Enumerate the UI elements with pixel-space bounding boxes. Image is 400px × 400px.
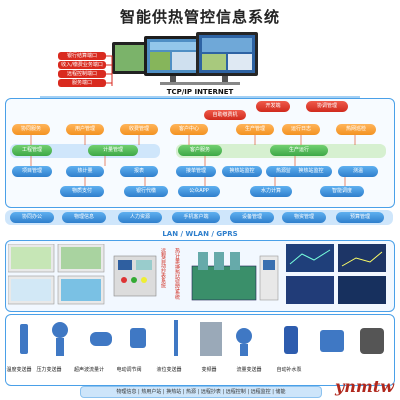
- fee-management-button[interactable]: 收费管理: [120, 124, 158, 135]
- station-monitor-button[interactable]: 换热站监控: [222, 166, 262, 177]
- customer-center-button[interactable]: 客户中心: [170, 124, 208, 135]
- network-line: [40, 96, 360, 98]
- production-management-button[interactable]: 生产管理: [236, 124, 274, 135]
- collab-service-button[interactable]: 协同服务: [12, 124, 50, 135]
- public-app-button[interactable]: 公众APP: [178, 186, 220, 197]
- tag-service-port: 服务端口: [58, 79, 106, 87]
- self-service-kiosk-button[interactable]: 自助缴费机: [204, 110, 246, 120]
- tag-remote-control-port: 远程控制端口: [58, 70, 106, 78]
- budget-management-button[interactable]: 预算管理: [336, 212, 384, 223]
- tag-connector-lines: [104, 55, 113, 86]
- engineering-management-button[interactable]: 工程管理: [12, 145, 52, 156]
- heat-source-monitor-button[interactable]: 热源监控: [266, 166, 306, 177]
- tag-payment-port: 收入/缴费业务端口: [58, 61, 106, 69]
- mobile-client-button[interactable]: 手机客户端: [172, 212, 220, 223]
- control-cabinet: [113, 255, 157, 297]
- monitor-illustration: [112, 32, 258, 85]
- tag-bank-port: 银行结算端口: [58, 52, 106, 60]
- customer-service-button[interactable]: 客户服务: [178, 145, 222, 156]
- operation-log-button[interactable]: 运行日志: [282, 124, 320, 135]
- device-label-flow: 流量变送器: [236, 367, 262, 373]
- hydraulic-calc-button[interactable]: 水力计算: [250, 186, 292, 197]
- hr-button[interactable]: 人力资源: [118, 212, 162, 223]
- user-management-button[interactable]: 用户管理: [66, 124, 104, 135]
- oa-button[interactable]: 协同办公: [10, 212, 54, 223]
- order-management-button[interactable]: 接单管理: [176, 166, 216, 177]
- heat-exchanger-station: [191, 252, 279, 301]
- materials-management-button[interactable]: 物资管理: [282, 212, 326, 223]
- device-label-pump: 自动补水泵: [276, 367, 302, 373]
- remote-meter-panels: [8, 244, 105, 305]
- device-label-ultrasonic: 超声波流量计: [73, 367, 104, 373]
- right-side-label: 热计量/换热站监控系统: [174, 248, 180, 300]
- report-button[interactable]: 报表: [120, 166, 158, 177]
- dev-side-button[interactable]: 开发端: [256, 101, 290, 112]
- project-management-button[interactable]: 项目管理: [12, 166, 52, 177]
- device-label-vfd: 变频器: [201, 367, 217, 373]
- bank-collection-button[interactable]: 银行代缴: [124, 186, 168, 197]
- heat-metering-button[interactable]: 热计量: [66, 166, 104, 177]
- device-label-valve: 电动调节阀: [116, 367, 142, 373]
- footer-strip: 物理信息 | 热用户站 | 换热站 | 热源 | 远程抄表 | 远程控制 | 远…: [80, 386, 322, 398]
- frame-connectors: [30, 135, 356, 186]
- temperature-measure-button[interactable]: 测温: [338, 166, 378, 177]
- monitor-screens: [286, 244, 386, 304]
- coordination-button[interactable]: 协调管理: [306, 101, 348, 112]
- smart-dispatch-button[interactable]: 智能调度: [320, 186, 364, 197]
- device-label-level: 液位变送器: [156, 367, 182, 373]
- material-payment-button[interactable]: 物质支付: [60, 186, 104, 197]
- left-side-label: 远程自动抄表系统: [160, 248, 166, 288]
- device-label-temp: 温度变送器: [6, 367, 32, 373]
- physical-info-button[interactable]: 物理信息: [62, 212, 106, 223]
- production-operation-button[interactable]: 生产运行: [270, 145, 328, 156]
- page-title: 智能供热管控信息系统: [119, 8, 280, 26]
- station-monitor-button-2[interactable]: 换热站监控: [290, 166, 332, 177]
- equipment-management-button[interactable]: 设备管理: [230, 212, 274, 223]
- network-inspection-button[interactable]: 热网巡检: [336, 124, 376, 135]
- lan-label: LAN / WLAN / GPRS: [162, 230, 238, 238]
- field-devices-illustration: [20, 320, 384, 356]
- watermark: ynmtw: [334, 377, 394, 396]
- device-label-pressure: 压力变送器: [36, 367, 62, 373]
- footer-text: 物理信息 | 热用户站 | 换热站 | 热源 | 远程抄表 | 远程控制 | 远…: [116, 389, 286, 395]
- metering-management-button[interactable]: 计量管理: [88, 145, 138, 156]
- network-label: TCP/IP INTERNET: [166, 88, 234, 96]
